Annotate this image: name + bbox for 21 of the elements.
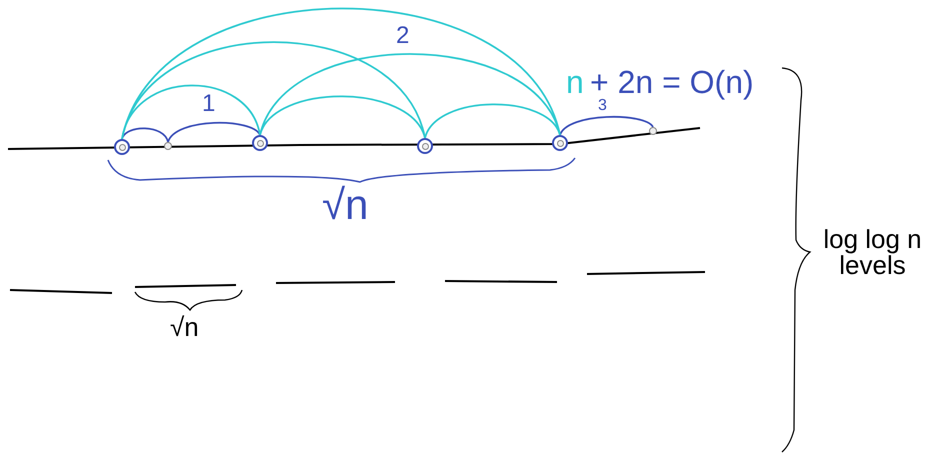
arc-connector: [259, 53, 561, 136]
annotation-text: log log n levels: [822, 226, 923, 278]
point: [164, 142, 172, 150]
circled-point: [114, 139, 130, 155]
arc-connector: [121, 8, 561, 140]
arc-connector: [559, 116, 654, 136]
annotation-text: 1: [202, 92, 216, 116]
point: [649, 127, 657, 135]
arc-connector: [424, 103, 561, 138]
annotation-text: 3: [598, 98, 607, 114]
circled-point: [552, 135, 568, 151]
annotation-text: 2: [396, 24, 410, 48]
annotation-text: + 2n = O(n): [590, 66, 754, 98]
annotation-text: n: [566, 66, 584, 98]
arc-connector: [259, 96, 426, 138]
arc-connector: [167, 122, 261, 142]
arc-connector: [121, 128, 169, 142]
circled-point: [252, 135, 268, 151]
circled-point: [417, 138, 433, 154]
annotation-text: √n: [322, 184, 368, 226]
annotation-text: √n: [170, 314, 199, 340]
